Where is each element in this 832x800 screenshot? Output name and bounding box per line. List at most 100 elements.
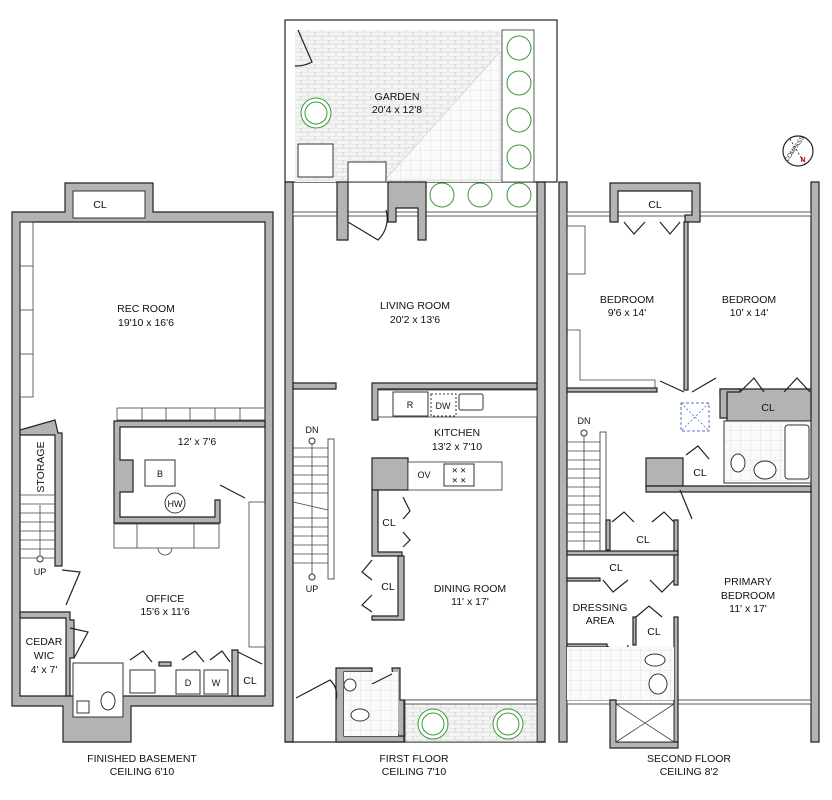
mech-room-wall bbox=[113, 420, 266, 524]
label-dining-room-size: 11' x 17' bbox=[451, 596, 489, 608]
dryer bbox=[175, 669, 201, 695]
label-small-closet: CL bbox=[647, 626, 661, 638]
label-wic: WIC bbox=[34, 650, 55, 662]
label-mid-closet: CL bbox=[636, 534, 650, 546]
label-washer: W bbox=[212, 678, 221, 688]
storage-wall bbox=[19, 419, 63, 567]
bathtub bbox=[784, 424, 810, 480]
cedar-wic-door[interactable] bbox=[69, 627, 89, 659]
label-primary-bedroom: BEDROOM bbox=[721, 590, 775, 602]
label-kitchen-size: 13'2 x 7'10 bbox=[432, 441, 482, 453]
basement-ceiling: CEILING 6'10 bbox=[110, 766, 175, 778]
label-storage: STORAGE bbox=[35, 441, 47, 492]
boiler bbox=[144, 459, 176, 487]
label-fridge: R bbox=[407, 400, 414, 410]
small-closet-door[interactable] bbox=[635, 605, 663, 618]
label-closet-b: CL bbox=[381, 581, 395, 593]
label-mech-room-size: 12' x 7'6 bbox=[178, 436, 217, 448]
skylight bbox=[680, 402, 710, 432]
label-rec-room-size: 19'10 x 16'6 bbox=[118, 317, 174, 329]
first-right-wall bbox=[536, 181, 546, 743]
label-basement-closet-2: CL bbox=[243, 675, 257, 687]
washer bbox=[203, 669, 229, 695]
label-kitchen: KITCHEN bbox=[434, 427, 480, 439]
shelf-row bbox=[116, 407, 266, 421]
label-garden: GARDEN bbox=[375, 91, 420, 103]
label-first-up: UP bbox=[306, 584, 319, 594]
label-dishwasher: DW bbox=[436, 401, 451, 411]
hall-sink bbox=[753, 460, 777, 480]
second-left-wall bbox=[558, 181, 568, 743]
hall-toilet bbox=[730, 453, 746, 473]
hall-closet-doors[interactable] bbox=[739, 377, 811, 393]
label-second-dn: DN bbox=[578, 416, 591, 426]
basement-closet-door[interactable] bbox=[237, 651, 263, 665]
label-closet-a: CL bbox=[382, 517, 396, 529]
compass: COMPASS N bbox=[782, 135, 814, 167]
bedroom-closet-doors[interactable] bbox=[623, 221, 681, 235]
second-floor-stairs bbox=[567, 429, 607, 553]
chimney bbox=[387, 181, 427, 241]
second-floor-title: SECOND FLOOR bbox=[647, 753, 731, 765]
cooktop bbox=[443, 463, 475, 487]
powder-toilet bbox=[350, 708, 370, 722]
dressing-closet-doors[interactable] bbox=[602, 579, 675, 593]
compass-north: N bbox=[800, 157, 805, 164]
basement-plan bbox=[11, 182, 274, 743]
label-dining-room: DINING ROOM bbox=[434, 583, 506, 595]
label-dryer: D bbox=[185, 678, 192, 688]
label-area: AREA bbox=[586, 615, 615, 627]
counter bbox=[113, 523, 220, 549]
garden-shrubs bbox=[429, 35, 532, 208]
kitchen-sink bbox=[458, 393, 484, 411]
hot-water-heater bbox=[164, 492, 186, 514]
powder-door[interactable] bbox=[371, 673, 393, 685]
garden-door[interactable] bbox=[347, 209, 388, 241]
label-primary: PRIMARY bbox=[724, 576, 772, 588]
bedroom-doors[interactable] bbox=[659, 377, 717, 393]
right-built-in bbox=[248, 501, 266, 648]
utility-sink bbox=[129, 669, 156, 694]
laundry-doors[interactable] bbox=[129, 650, 231, 663]
primary-sink bbox=[648, 673, 668, 695]
svg-text:✕ ✕: ✕ ✕ bbox=[452, 476, 467, 485]
cedar-wic-wall bbox=[19, 611, 75, 697]
storage-door[interactable] bbox=[61, 569, 81, 606]
label-hall-closet: CL bbox=[761, 402, 775, 414]
entry-door[interactable] bbox=[295, 679, 338, 701]
label-living-room-size: 20'2 x 13'6 bbox=[390, 314, 440, 326]
closet-b-doors[interactable] bbox=[361, 559, 373, 613]
dishwasher bbox=[430, 393, 457, 417]
first-floor-ceiling: CEILING 7'10 bbox=[382, 766, 447, 778]
garden-gate[interactable] bbox=[294, 29, 313, 67]
rear-window-wall bbox=[292, 211, 538, 217]
powder-sink bbox=[343, 678, 357, 692]
second-floor-ceiling: CEILING 8'2 bbox=[660, 766, 719, 778]
label-basement-up: UP bbox=[34, 567, 47, 577]
basement-outer-wall bbox=[11, 182, 274, 743]
label-basement-closet: CL bbox=[93, 199, 107, 211]
bedroom-closet-wall bbox=[609, 182, 701, 223]
basement-stairs bbox=[20, 494, 55, 563]
hall-bath-closet-door[interactable] bbox=[685, 445, 710, 460]
garden-planter bbox=[297, 143, 334, 178]
label-office: OFFICE bbox=[146, 593, 185, 605]
label-bedroom-2-size: 10' x 14' bbox=[730, 307, 768, 319]
first-floor-plan: ✕ ✕✕ ✕ bbox=[284, 19, 558, 743]
first-floor-stairs bbox=[292, 437, 335, 581]
svg-text:✕ ✕: ✕ ✕ bbox=[452, 466, 467, 475]
primary-toilet bbox=[644, 653, 666, 667]
label-bedroom-1-size: 9'6 x 14' bbox=[608, 307, 646, 319]
label-cedar: CEDAR bbox=[26, 636, 63, 648]
first-left-wall bbox=[284, 181, 294, 743]
label-boiler: B bbox=[157, 469, 163, 479]
label-bedroom-1: BEDROOM bbox=[600, 294, 654, 306]
label-garden-size: 20'4 x 12'8 bbox=[372, 104, 422, 116]
label-oven: OV bbox=[417, 470, 430, 480]
stair-closet-doors[interactable] bbox=[611, 511, 675, 523]
second-floor-plan bbox=[558, 181, 820, 749]
closet-a-doors[interactable] bbox=[402, 496, 411, 548]
primary-bedroom-door[interactable] bbox=[679, 489, 693, 520]
label-rec-room: REC ROOM bbox=[117, 303, 175, 315]
